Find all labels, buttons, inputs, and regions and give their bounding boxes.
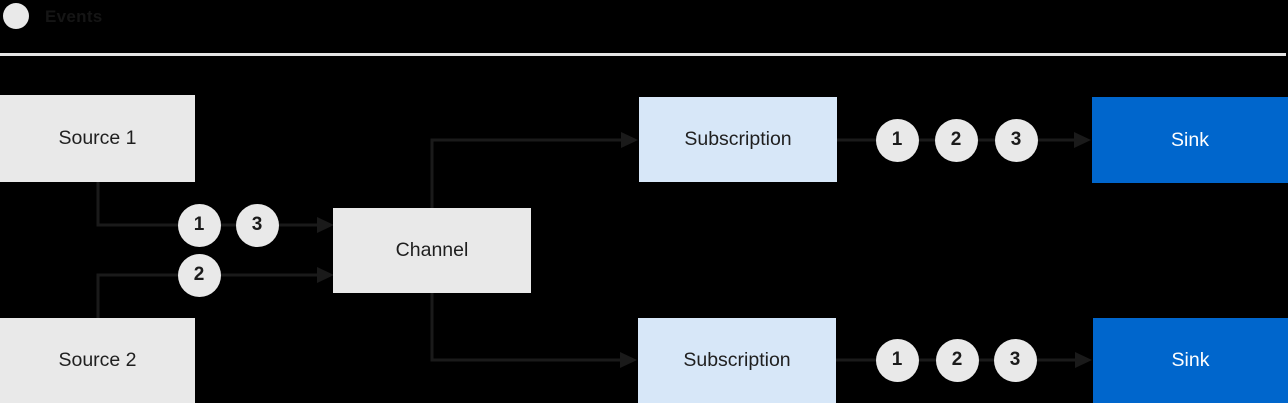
node-subscription-bottom-label: Subscription xyxy=(683,349,791,371)
event-badge: 3 xyxy=(235,203,279,247)
arrowhead-icon xyxy=(1075,352,1092,368)
event-badge: 2 xyxy=(177,253,221,297)
node-source-1-label: Source 1 xyxy=(58,127,137,149)
connector-source2-to-channel xyxy=(96,267,334,318)
divider xyxy=(0,53,1286,56)
node-source-1: Source 1 xyxy=(0,95,195,182)
node-sink-top: Sink xyxy=(1092,97,1288,183)
node-subscription-top-label: Subscription xyxy=(684,128,792,150)
node-sink-bottom: Sink xyxy=(1093,318,1288,403)
node-source-2: Source 2 xyxy=(0,318,195,403)
event-badge: 3 xyxy=(994,118,1038,162)
node-subscription-top: Subscription xyxy=(639,97,837,182)
event-badge: 2 xyxy=(935,338,979,382)
connector-channel-to-subscription-top xyxy=(430,132,638,208)
arrowhead-icon xyxy=(1074,132,1091,148)
arrowhead-icon xyxy=(620,352,637,368)
arrowhead-icon xyxy=(621,132,638,148)
node-subscription-bottom: Subscription xyxy=(638,318,836,403)
event-badge: 3 xyxy=(993,338,1037,382)
node-source-2-label: Source 2 xyxy=(58,349,137,371)
connector-channel-to-subscription-bottom xyxy=(430,293,637,368)
event-badge: 1 xyxy=(875,338,919,382)
event-badge: 1 xyxy=(875,118,919,162)
node-channel-label: Channel xyxy=(395,239,469,261)
events-legend-label: Events xyxy=(45,7,103,26)
event-badge: 1 xyxy=(177,203,221,247)
event-badge: 2 xyxy=(934,118,978,162)
node-sink-top-label: Sink xyxy=(1171,128,1209,151)
events-legend-swatch-icon xyxy=(3,3,29,29)
arrowhead-icon xyxy=(317,217,334,233)
node-channel: Channel xyxy=(333,208,531,293)
node-sink-bottom-label: Sink xyxy=(1171,349,1210,371)
arrowhead-icon xyxy=(317,267,334,283)
